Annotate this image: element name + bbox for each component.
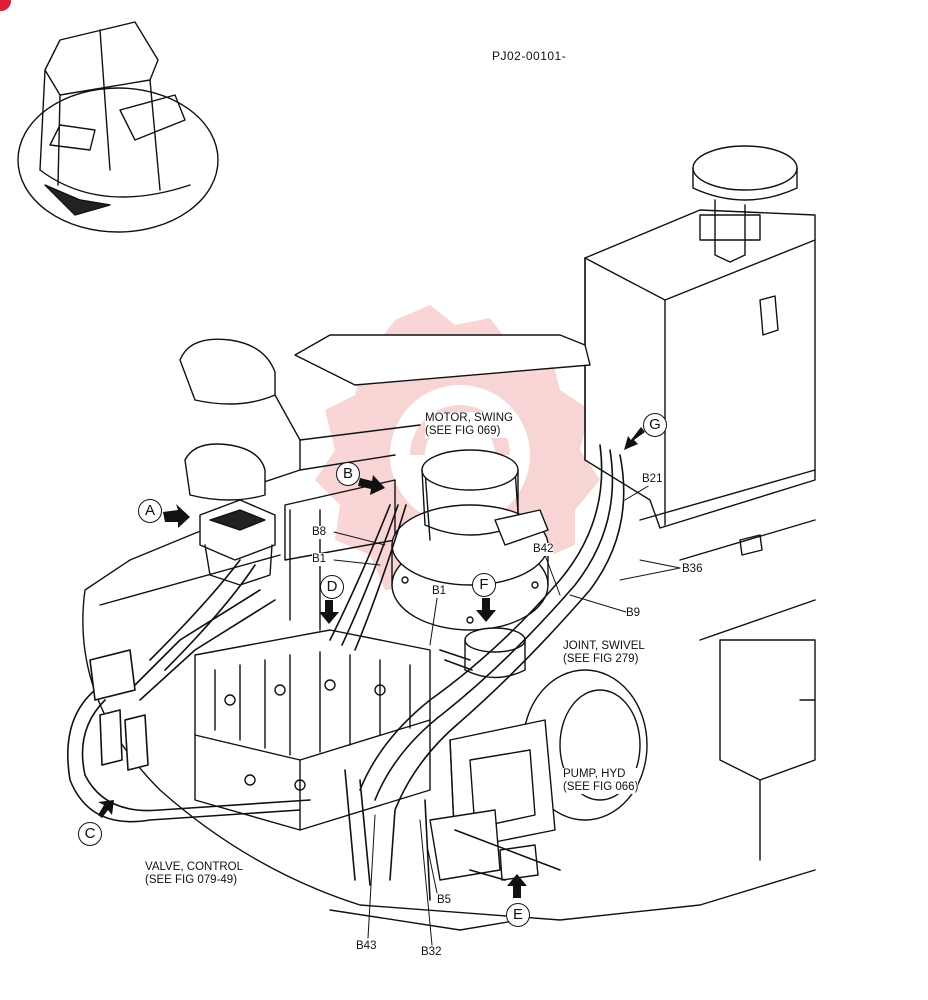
corner-badge-icon <box>0 0 11 11</box>
callout-g: G <box>643 413 667 437</box>
part-b9: B9 <box>626 607 641 620</box>
document-id: PJ02-00101- <box>492 49 567 63</box>
cab-frame <box>584 145 816 529</box>
part-b1-mid: B1 <box>432 585 447 598</box>
callout-a: A <box>138 499 162 523</box>
part-b43: B43 <box>356 940 377 953</box>
callout-f: F <box>472 573 496 597</box>
label-joint-swivel: JOINT, SWIVEL(SEE FIG 279) <box>563 640 645 666</box>
arrow-c-icon <box>98 800 114 818</box>
part-b42: B42 <box>533 543 554 556</box>
arrow-b-icon <box>358 475 385 495</box>
callout-arrows <box>98 427 645 898</box>
arrow-a-icon <box>163 504 190 528</box>
arrow-f-icon <box>476 598 496 622</box>
arrow-d-icon <box>319 600 339 624</box>
deck-outline <box>82 469 816 931</box>
part-b8: B8 <box>312 526 327 539</box>
callout-d: D <box>320 575 344 599</box>
part-b21: B21 <box>642 473 663 486</box>
label-pump-hyd: PUMP, HYD(SEE FIG 066) <box>563 768 639 794</box>
inset-excavator-view <box>17 21 219 233</box>
callout-b: B <box>336 462 360 486</box>
arrow-e-icon <box>507 874 527 898</box>
swing-motor-drawing <box>391 449 549 631</box>
control-valve-drawing <box>194 629 431 831</box>
label-valve-control: VALVE, CONTROL(SEE FIG 079-49) <box>145 861 243 887</box>
part-b5: B5 <box>437 894 452 907</box>
leader-lines <box>333 484 681 946</box>
callout-c: C <box>78 822 102 846</box>
part-b36: B36 <box>682 563 703 576</box>
pilot-valve-drawing <box>199 499 276 586</box>
arrow-g-icon <box>624 427 645 450</box>
part-b32: B32 <box>421 946 442 959</box>
part-b1-left: B1 <box>312 553 327 566</box>
label-motor-swing: MOTOR, SWING(SEE FIG 069) <box>425 412 513 438</box>
callout-e: E <box>506 903 530 927</box>
hose-lines <box>67 444 625 901</box>
